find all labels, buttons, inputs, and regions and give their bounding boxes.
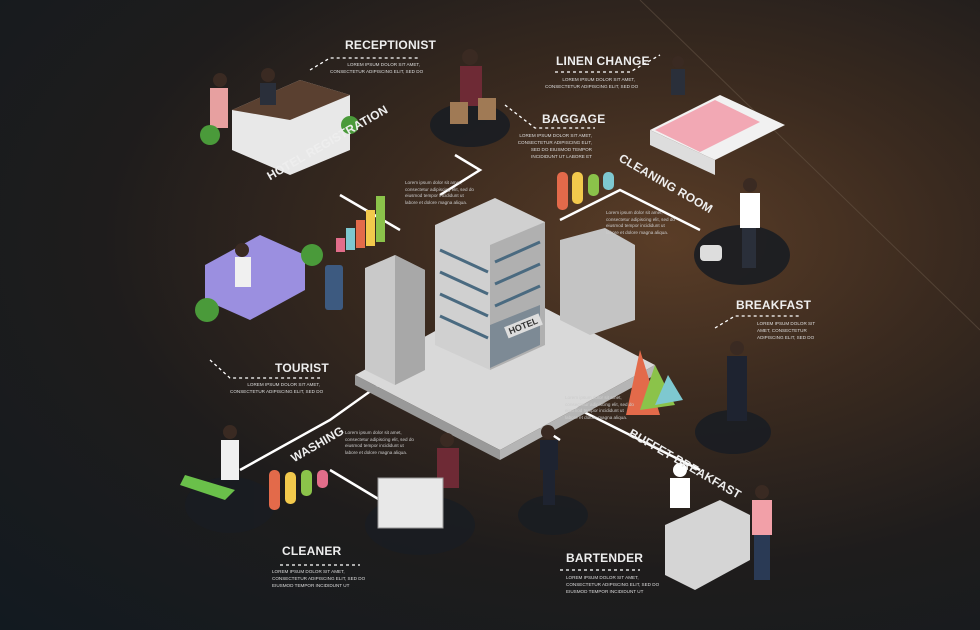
desc-line: eiusmod tempor incididunt ut xyxy=(272,583,350,588)
tourist-sofa xyxy=(195,235,343,322)
desc-line: eiusmod tempor incididunt ut xyxy=(566,589,644,594)
label-linen-change: LINEN CHANGE xyxy=(556,54,650,68)
bar-chart-cleaning xyxy=(557,172,614,210)
desc-line: adipiscing elit, sed do xyxy=(757,335,815,340)
bed xyxy=(650,56,785,175)
desc-line: consectetur adipiscing elit, sed do xyxy=(330,69,424,74)
paragraph-registration: Lorem ipsum dolor sit amet, consectetur … xyxy=(405,180,474,205)
desc-breakfast: Lorem ipsum dolor sit amet, consectetur ad… xyxy=(757,320,815,341)
reception-desk xyxy=(200,68,359,175)
label-breakfast: BREAKFAST xyxy=(736,298,812,312)
hotel-building xyxy=(355,198,655,460)
desc-line: consectetur adipiscing elit, sed do xyxy=(545,84,639,89)
desc-tourist: Lorem ipsum dolor sit amet, consectetur a… xyxy=(230,381,324,395)
desc-line: Lorem ipsum dolor sit amet, xyxy=(519,133,592,138)
desc-line: Lorem ipsum dolor sit amet, xyxy=(566,575,639,580)
bar-chart-registration xyxy=(336,196,385,252)
desc-receptionist: Lorem ipsum dolor sit amet, consectetur a… xyxy=(330,61,424,75)
desc-line: Lorem ipsum dolor sit amet, xyxy=(272,569,345,574)
desc-line: Lorem ipsum dolor sit amet, xyxy=(247,382,320,387)
desc-line: amet, consectetur xyxy=(757,328,807,333)
people xyxy=(180,49,772,590)
desc-line: consectetur adipiscing elit, sed do xyxy=(272,576,366,581)
desc-line: incididunt ut labore et xyxy=(531,154,592,159)
desc-line: Lorem ipsum dolor sit amet, xyxy=(347,62,420,67)
label-bartender: BARTENDER xyxy=(566,551,644,565)
desc-baggage: Lorem ipsum dolor sit amet, consectetur a… xyxy=(500,132,592,160)
bar-chart-washing xyxy=(269,470,328,510)
desc-line: consectetur adipiscing elit, sed do xyxy=(566,582,660,587)
paragraph-cleaning: Lorem ipsum dolor sit amet, consectetur … xyxy=(606,210,675,235)
desc-line: consectetur adipiscing elit, sed do xyxy=(230,389,324,394)
desc-linen-change: Lorem ipsum dolor sit amet, consectetur a… xyxy=(545,76,639,90)
paragraph-buffet: Lorem ipsum dolor sit amet, consectetur … xyxy=(565,395,634,420)
desc-line: sed do eiusmod tempor xyxy=(530,147,592,152)
desc-line: Lorem ipsum dolor sit xyxy=(757,321,816,326)
desc-cleaner: Lorem ipsum dolor sit amet, consectetur a… xyxy=(272,568,365,589)
area-chart-breakfast xyxy=(626,350,683,415)
desc-line: Lorem ipsum dolor sit amet, xyxy=(562,77,635,82)
label-receptionist: RECEPTIONIST xyxy=(345,38,437,52)
desc-line: consectetur adipiscing elit, xyxy=(517,140,592,145)
label-cleaner: CLEANER xyxy=(282,544,342,558)
paragraph-washing: Lorem ipsum dolor sit amet, consectetur … xyxy=(345,430,414,455)
dashed-leaders xyxy=(209,54,800,571)
desc-bartender: Lorem ipsum dolor sit amet, consectetur a… xyxy=(566,574,659,595)
label-baggage: BAGGAGE xyxy=(542,112,606,126)
label-tourist: TOURIST xyxy=(275,361,329,375)
